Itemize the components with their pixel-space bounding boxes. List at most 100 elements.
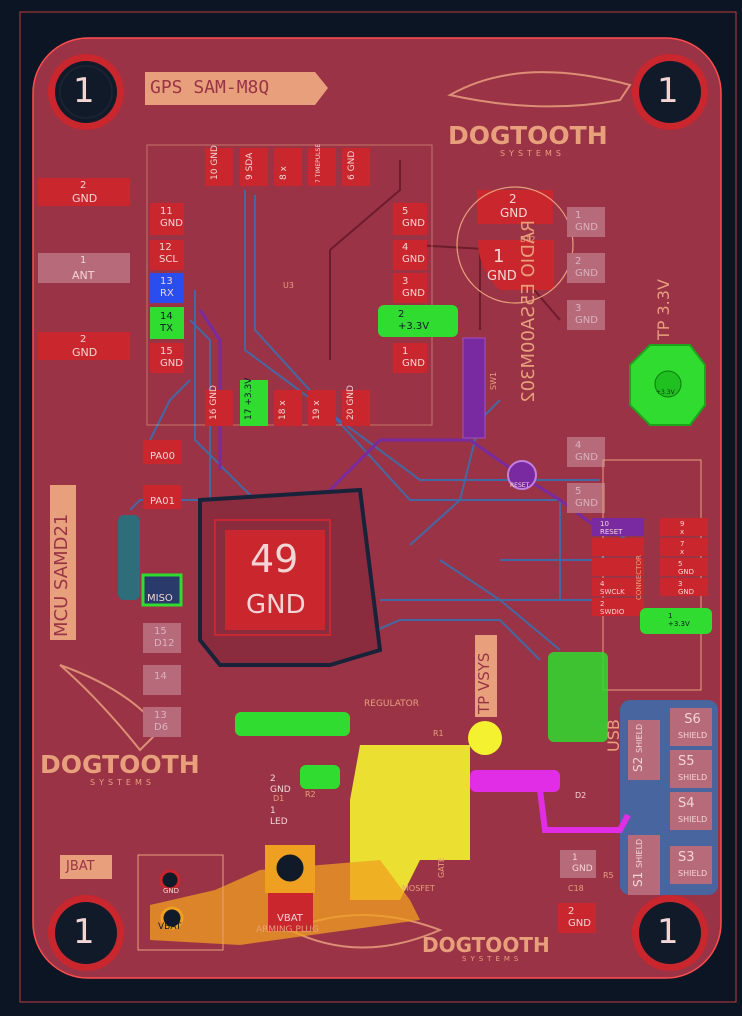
usb-dminus-net — [537, 789, 631, 833]
power-3v3-block — [548, 652, 608, 742]
mcu-miso-pad[interactable] — [141, 573, 183, 607]
gps-pads-right — [378, 203, 458, 373]
c18-label: C18 — [568, 884, 584, 893]
ant-gnd-top-net: GND — [72, 192, 98, 205]
jbat-label-box — [60, 855, 112, 879]
mcu-silk-box — [50, 485, 76, 640]
sw1-label: SW1 — [489, 371, 498, 390]
ant-gnd-top-num: 2 — [80, 180, 87, 191]
usb-s2: S2 SHIELD — [631, 723, 645, 772]
gps-pad-18: 18 x — [278, 400, 288, 420]
ic-pad-num: 49 — [250, 537, 299, 581]
bt2-outline — [456, 186, 574, 304]
mcu-pad-pa00: PA00 — [150, 451, 175, 462]
mount-hole-bl — [48, 895, 124, 971]
brand-left-sub: SYSTEMS — [90, 778, 155, 787]
mosfet-label: MOSFET — [402, 884, 435, 893]
ant-pad-ant[interactable] — [38, 253, 130, 283]
ant-net: ANT — [72, 269, 95, 282]
r2-label: R2 — [305, 790, 316, 799]
mcu-pad-14: 14 — [154, 671, 167, 682]
bottom-gnd-pad[interactable] — [558, 903, 596, 933]
gps-pad-9: 9 SDA — [245, 152, 255, 180]
sw1-body[interactable] — [462, 337, 486, 439]
brand-top-sub: SYSTEMS — [500, 149, 565, 158]
hole-label-bl: 1 — [73, 912, 95, 952]
arming-plug-hole — [273, 851, 307, 885]
usb-dplus-net — [470, 770, 560, 792]
regulator-green-net-2 — [300, 765, 340, 789]
bt2-pad-gnd[interactable] — [477, 190, 553, 224]
gps-pad-17: 17 +3.3V — [244, 377, 254, 420]
mount-hole-tl — [48, 54, 124, 130]
ant-pad-gnd-top[interactable] — [38, 178, 130, 206]
arming-vbat-label: VBAT — [277, 913, 303, 924]
mcu-pad-pa01: PA01 — [150, 496, 175, 507]
bt2-pad-1[interactable] — [478, 240, 554, 290]
reset-testpoint[interactable] — [507, 460, 537, 490]
gps-pads-left — [150, 203, 184, 373]
gps-pad-8: 8 x — [279, 166, 289, 180]
mcu-pad-miso: MISO — [147, 593, 173, 604]
hole-label-tl: 1 — [73, 71, 95, 111]
debug-pins — [592, 518, 708, 616]
radio-pads — [567, 207, 605, 513]
connector-label: CONNECTOR — [635, 555, 643, 600]
jbat-pad-gnd[interactable] — [159, 869, 181, 891]
tp-vsys-silk — [475, 635, 497, 717]
arming-plug-label: ARMING PLUG — [256, 925, 319, 935]
tp-vsys-pad[interactable] — [468, 721, 502, 755]
brand-left: DOGTOOTH — [40, 750, 200, 779]
brand-top: DOGTOOTH — [448, 121, 608, 150]
mcu-ground-pad[interactable] — [225, 530, 325, 630]
gps-silk-tag — [145, 72, 328, 105]
mcu-side-pads — [143, 440, 181, 737]
c18-pad[interactable] — [560, 850, 596, 878]
arming-plug-pad-2[interactable] — [268, 893, 313, 931]
board-outline — [19, 11, 737, 1003]
gps-module-label: GPS SAM-M8Q — [150, 77, 270, 98]
gps-pad-19: 19 x — [312, 400, 322, 420]
regulator-label: REGULATOR — [364, 699, 420, 709]
r5-label: R5 — [603, 871, 614, 880]
mount-hole-tr — [632, 54, 708, 130]
debug-pin-3v3[interactable] — [640, 608, 712, 634]
gps-pad-20: 20 GND — [346, 385, 356, 420]
tp-3v3-net: +3.3V — [656, 389, 675, 396]
ic-pad-net: GND — [246, 590, 306, 620]
hole-label-tr: 1 — [657, 71, 679, 111]
gps-pad-10: 10 GND — [210, 145, 220, 180]
mcu-teal-header — [118, 515, 140, 600]
jbat-pad-vbat[interactable] — [160, 906, 184, 930]
tp-3v3-label: TP 3.3V — [654, 279, 673, 340]
d2-label: D2 — [575, 791, 587, 800]
regulator-green-net — [235, 712, 350, 736]
ant-pad-gnd-bottom[interactable] — [38, 332, 130, 360]
gps-pads-top — [205, 148, 370, 186]
ant-gnd-bot-num: 2 — [80, 334, 87, 345]
tp-3v3-hole — [654, 370, 682, 398]
gps-pad-7: 7 TIMEPULSE — [315, 143, 322, 183]
gate-label: GATE — [437, 857, 446, 878]
radio-silk-label: RADIO E5SA00M302 — [518, 220, 539, 403]
gps-pad-6: 6 GND — [347, 150, 357, 180]
